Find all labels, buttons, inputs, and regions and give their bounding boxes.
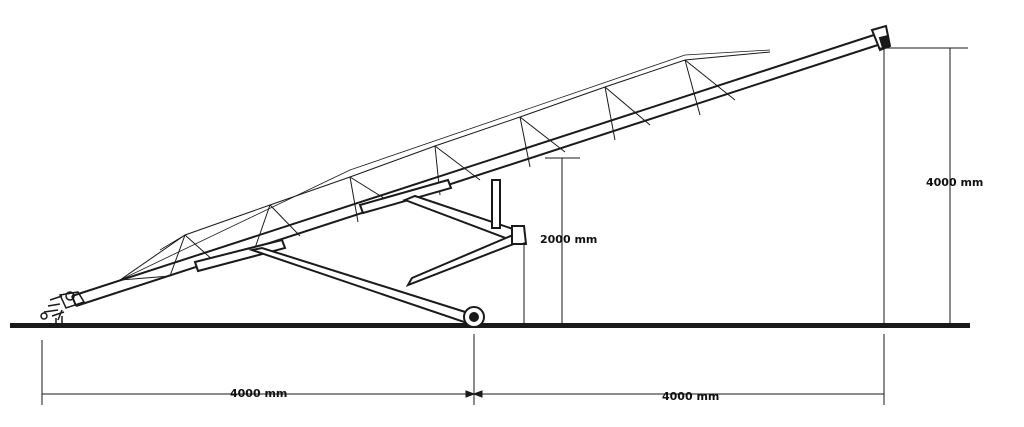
support-frame [248, 179, 528, 326]
tall-height-label: 4000 mm [926, 176, 984, 189]
right-length-label: 4000 mm [662, 390, 720, 403]
dim-horizontal-lengths [41, 334, 885, 405]
dim-support-height [523, 157, 580, 325]
conveyor-tube [71, 32, 885, 307]
discharge-head [870, 24, 892, 52]
ground-line [10, 323, 970, 328]
dim-total-height [878, 47, 968, 325]
left-length-label: 4000 mm [230, 387, 288, 400]
intake-end [40, 291, 86, 324]
support-wheel [463, 306, 485, 328]
truss-top-chord [119, 51, 771, 281]
tie-rods [119, 49, 771, 281]
truss-web [119, 59, 736, 281]
support-height-label: 2000 mm [540, 233, 598, 246]
